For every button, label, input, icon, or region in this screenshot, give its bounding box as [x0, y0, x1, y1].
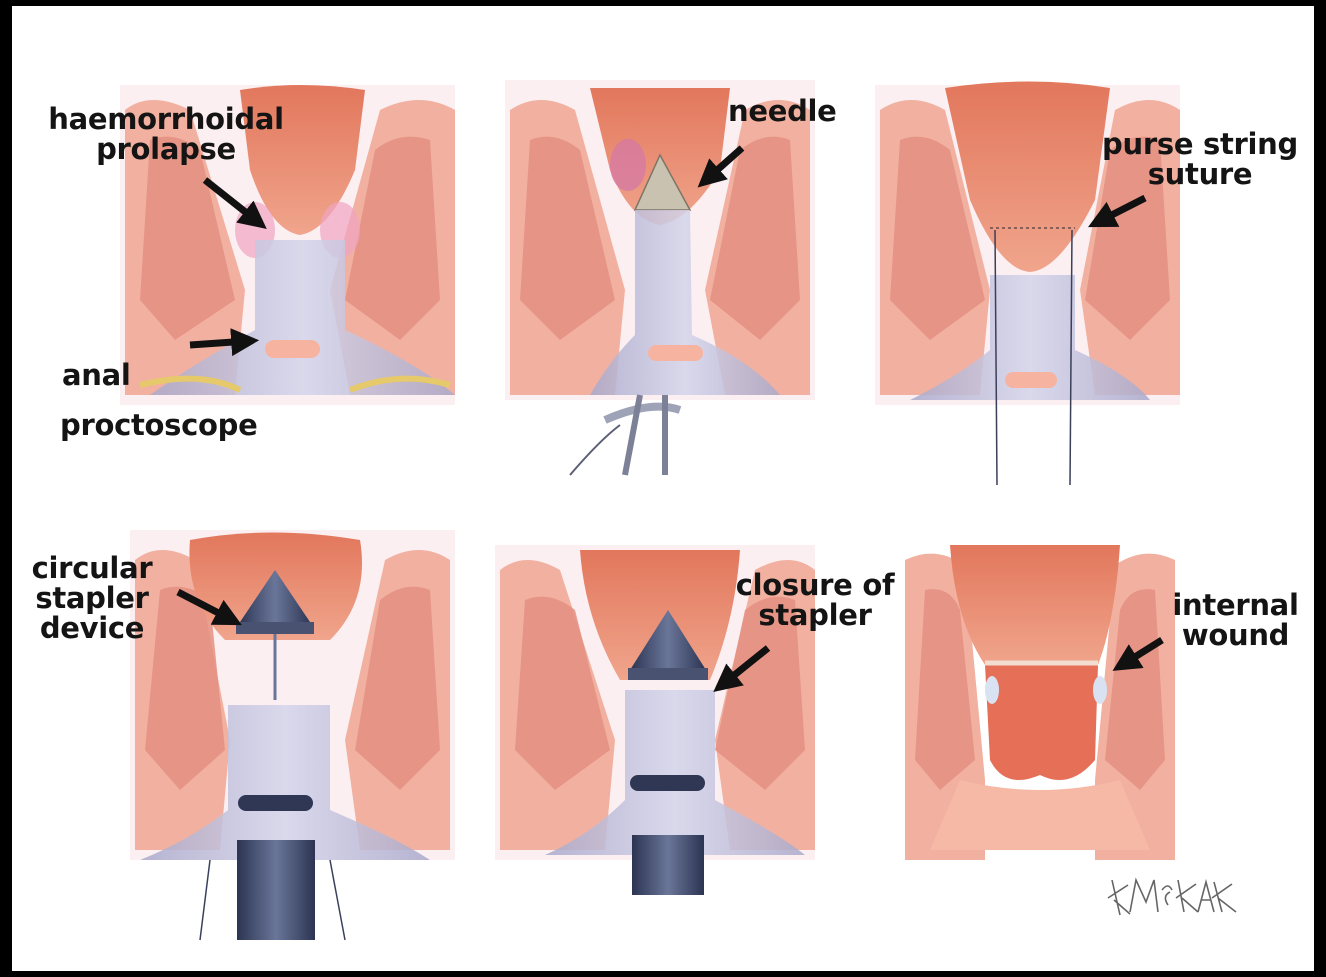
medical-illustration: haemorrhoidal prolapse anal proctoscope … [0, 0, 1326, 977]
artist-signature [0, 0, 1326, 977]
